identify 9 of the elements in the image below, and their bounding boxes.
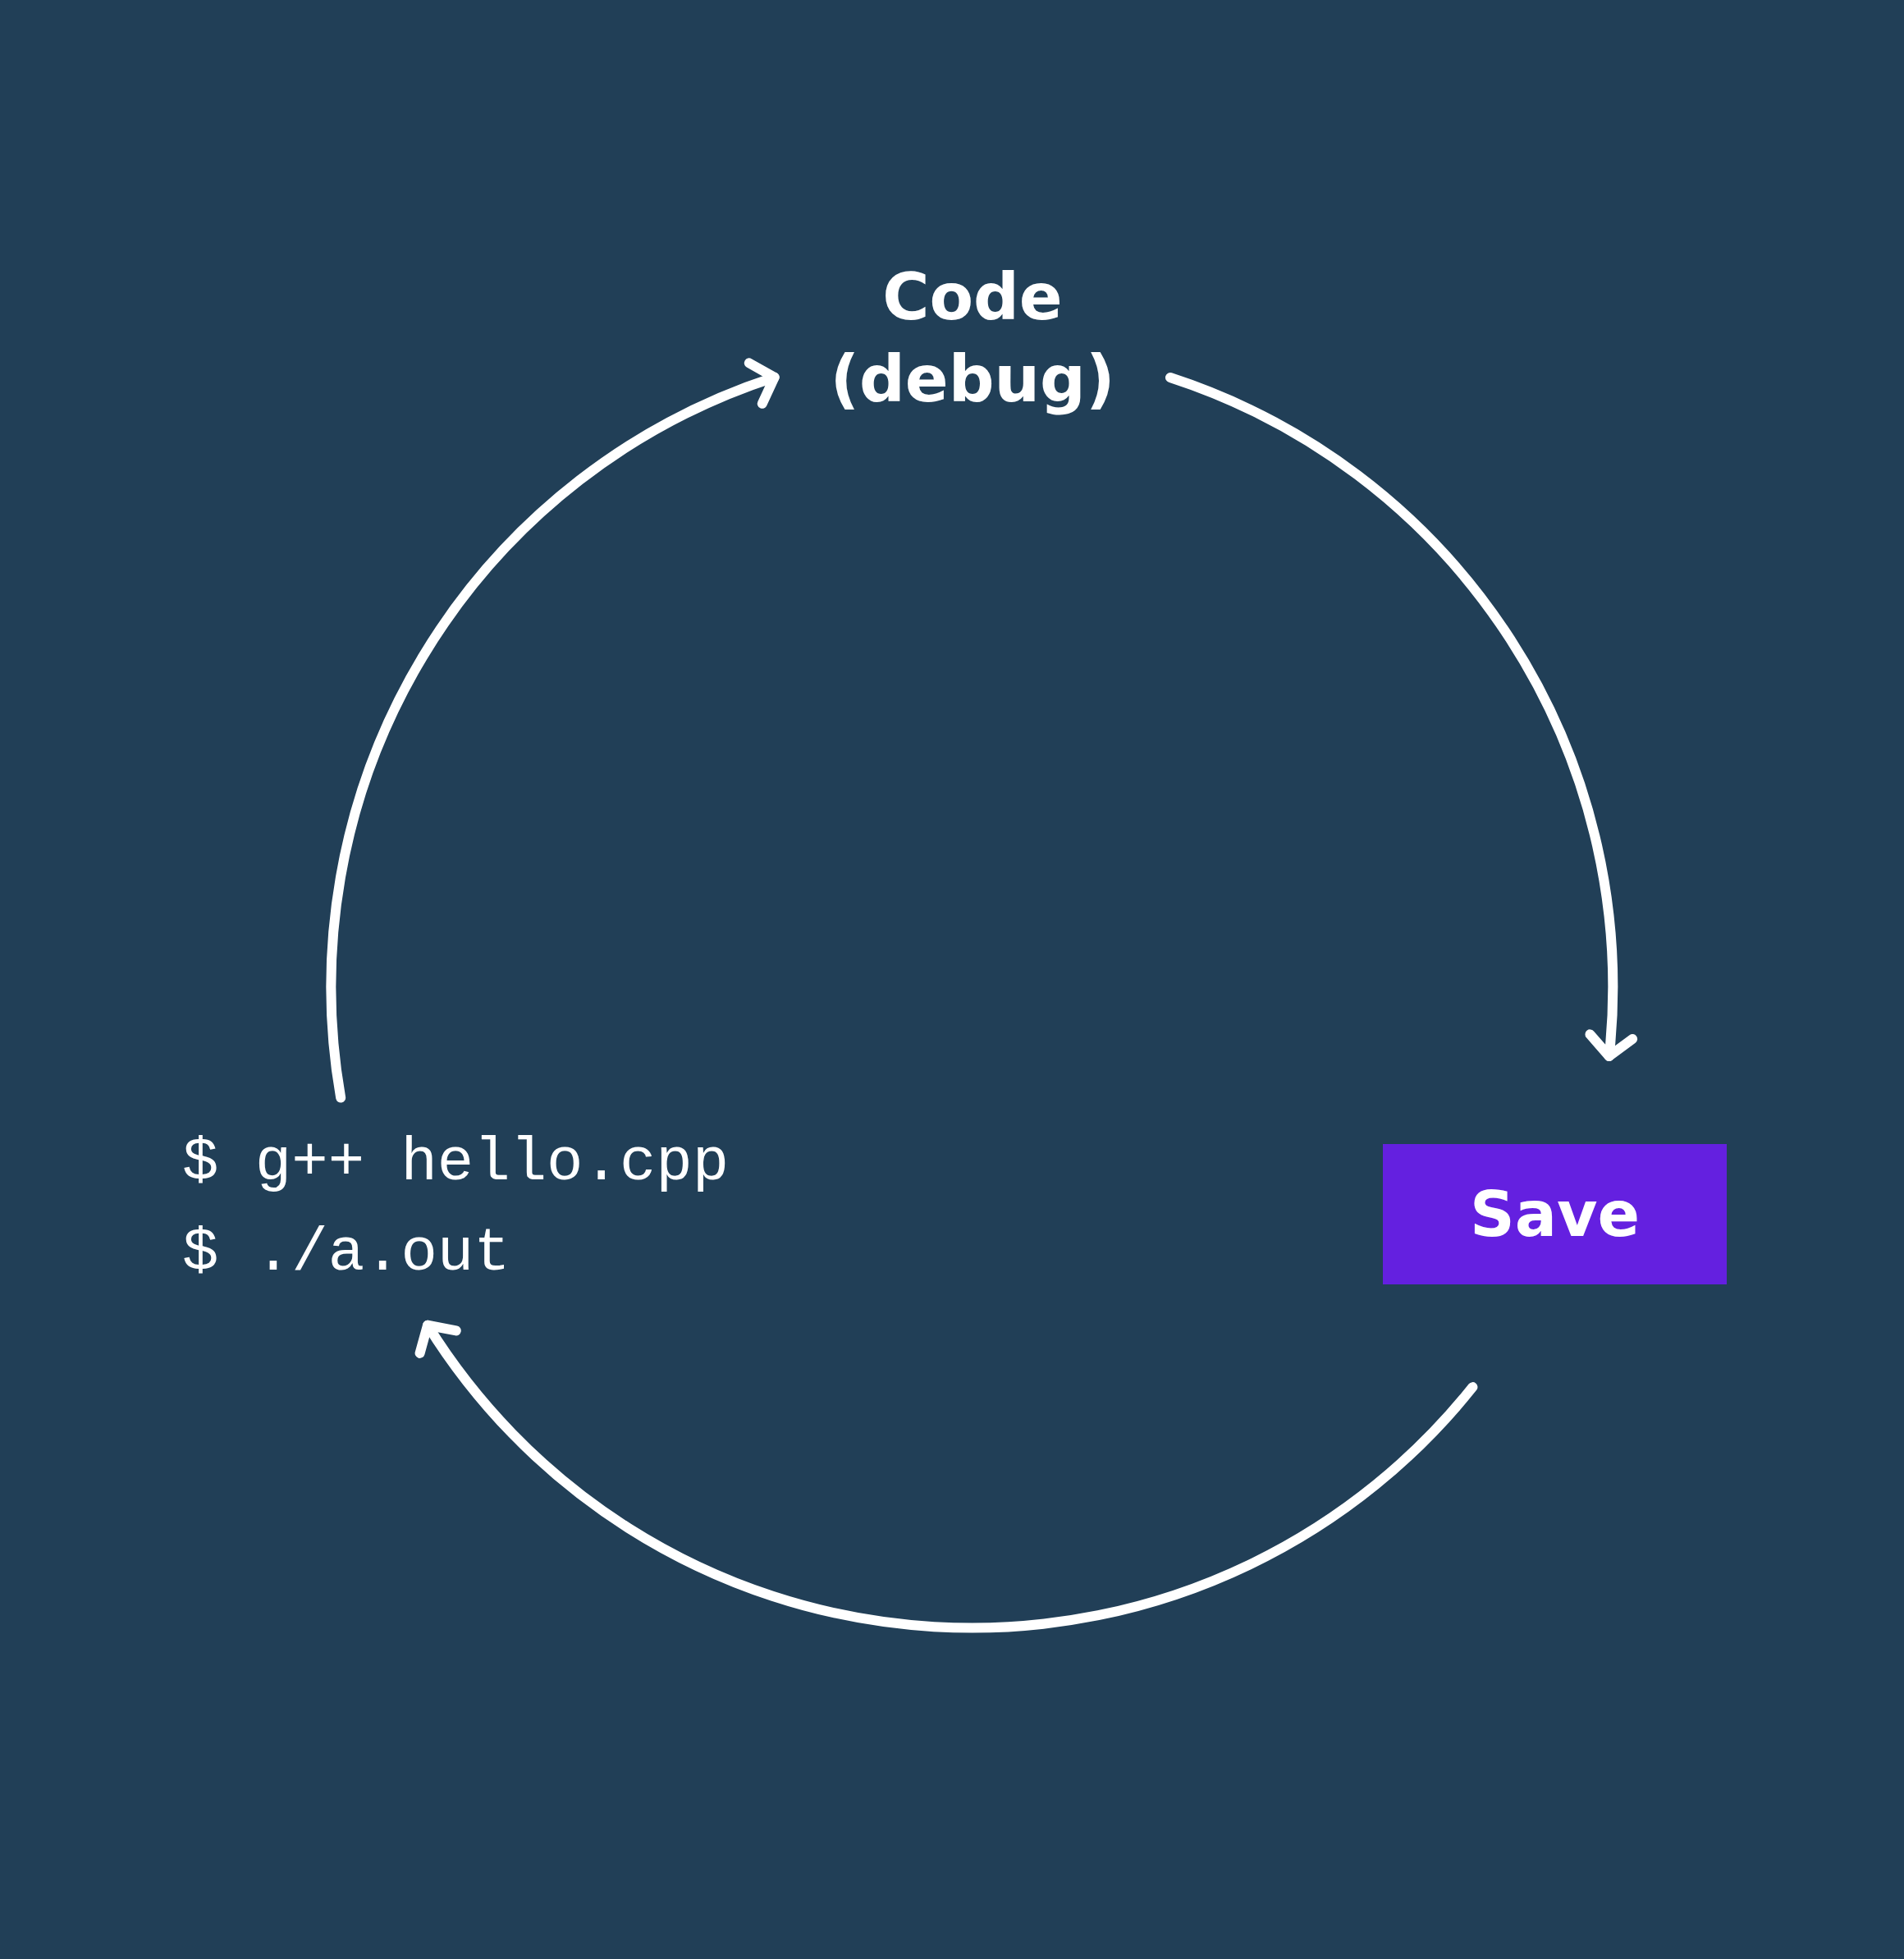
arrow (1165, 373, 1636, 1062)
arrow (416, 1320, 1478, 1633)
step-label: Save (1469, 1178, 1641, 1251)
step-label: (debug) (829, 341, 1116, 418)
command-line: $ g++ hello.cpp (182, 1128, 730, 1199)
process-box (1383, 1144, 1727, 1284)
step-label: Code (881, 259, 1064, 336)
arrow (327, 359, 780, 1103)
command-line: $ ./a.out (182, 1218, 511, 1289)
